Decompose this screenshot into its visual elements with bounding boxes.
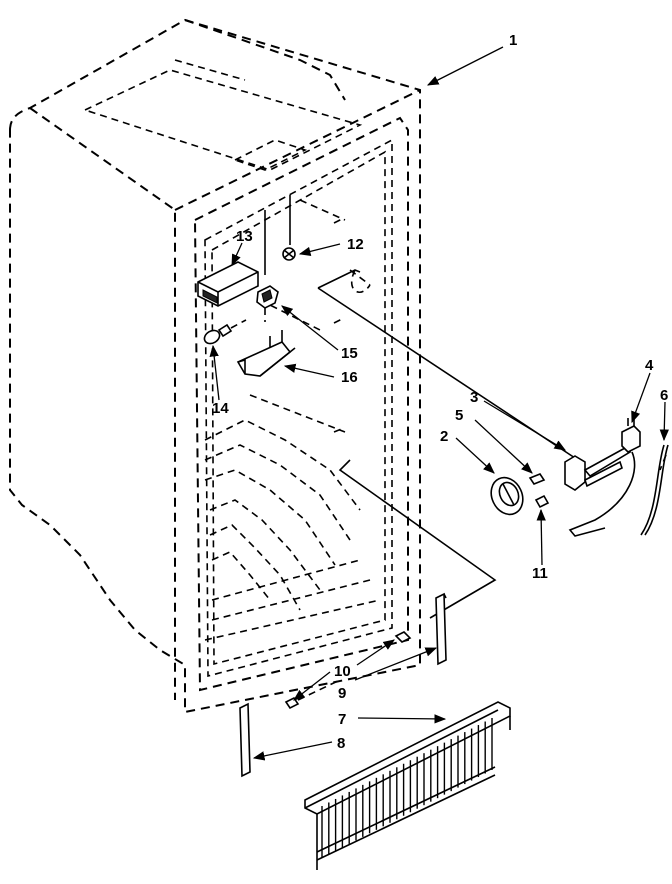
light-socket-part <box>256 285 279 322</box>
leader-lines <box>209 46 669 761</box>
callout-6: 6 <box>660 387 668 404</box>
callout-13: 13 <box>236 228 253 245</box>
callout-3: 3 <box>470 389 478 406</box>
callout-5: 5 <box>455 407 463 424</box>
wire-channels <box>249 199 371 433</box>
capillary-tube-part <box>640 444 669 536</box>
mounting-screw-marks <box>333 217 345 433</box>
cabinet-outline <box>9 18 421 714</box>
light-bulb-part <box>203 319 247 345</box>
callout-10: 10 <box>334 663 351 680</box>
callout-1: 1 <box>509 32 517 49</box>
cabinet-liner <box>193 116 409 692</box>
callout-9: 9 <box>338 685 346 702</box>
thermostat-screw-part-11 <box>534 494 550 509</box>
light-housing-part <box>197 261 259 307</box>
callout-14: 14 <box>212 400 229 417</box>
callout-8: 8 <box>337 735 345 752</box>
base-grille-part <box>304 701 511 870</box>
light-shield-part <box>236 330 296 377</box>
leveling-leg-right-part <box>435 592 447 666</box>
screw-part-12 <box>282 247 296 261</box>
callout-7: 7 <box>338 711 346 728</box>
thermostat-knob-part <box>490 476 524 516</box>
thermostat-body-part <box>564 447 632 491</box>
callout-labels: 1 12 13 15 16 14 3 5 2 4 6 11 10 9 7 8 <box>212 32 668 752</box>
leveling-leg-left-part <box>239 702 251 778</box>
evaporator-coils <box>204 419 381 641</box>
callout-15: 15 <box>341 345 358 362</box>
callout-4: 4 <box>645 357 654 374</box>
callout-2: 2 <box>440 428 448 445</box>
callout-12: 12 <box>347 236 364 253</box>
callout-16: 16 <box>341 369 358 386</box>
thermostat-screw-part-5 <box>528 473 546 485</box>
callout-11: 11 <box>532 565 548 582</box>
